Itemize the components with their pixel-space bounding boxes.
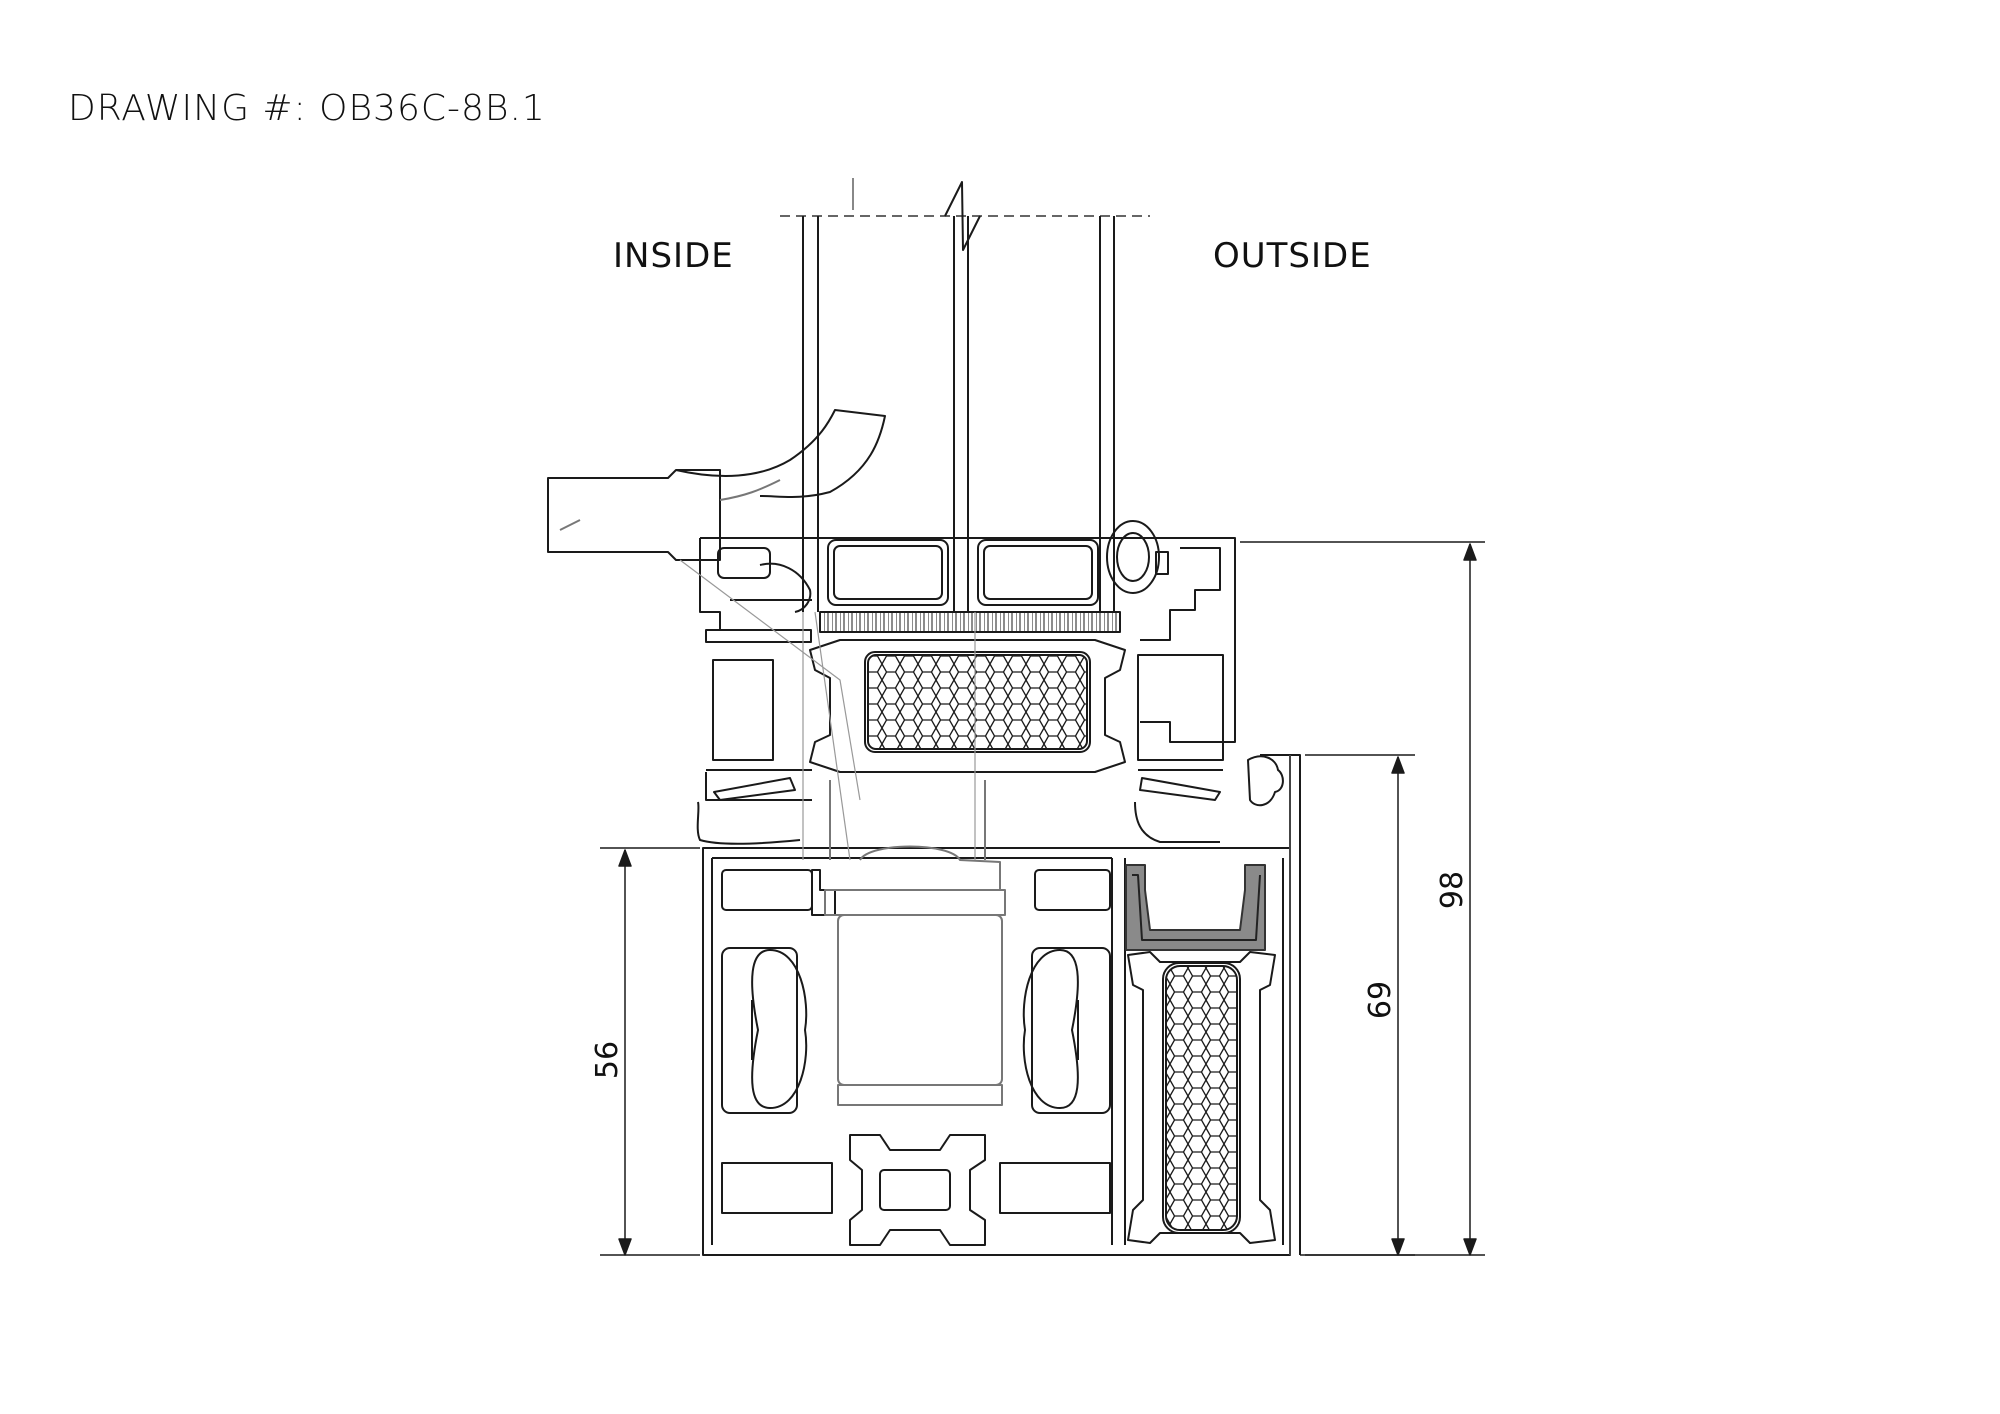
roller-carriage	[824, 780, 1006, 1106]
glass-unit	[780, 178, 1150, 612]
dimension-56: 56	[590, 1041, 625, 1079]
frame-chambers	[721, 869, 1111, 1214]
dimension-98: 98	[1435, 871, 1470, 909]
inside-label: INSIDE	[613, 236, 734, 276]
frame-profile	[702, 754, 1301, 1256]
dimension-69: 69	[1363, 981, 1398, 1019]
handle	[547, 409, 886, 561]
dimension-lines	[600, 541, 1485, 1256]
frame-thermal-break	[849, 1134, 986, 1246]
outside-drainage-gasket	[1125, 864, 1266, 951]
guide-lines	[679, 559, 976, 861]
outer-gasket	[1106, 520, 1169, 594]
drawing-title: DRAWING #: OB36C-8B.1	[68, 88, 546, 129]
outside-label: OUTSIDE	[1213, 236, 1372, 276]
setting-block	[819, 611, 1121, 633]
outside-small-gasket	[1247, 755, 1284, 807]
outer-track	[1127, 951, 1276, 1244]
sash-thermal-break	[809, 639, 1126, 773]
sash-gaskets	[696, 777, 1221, 845]
glass-spacers	[827, 539, 1099, 606]
rollers	[751, 949, 1079, 1109]
